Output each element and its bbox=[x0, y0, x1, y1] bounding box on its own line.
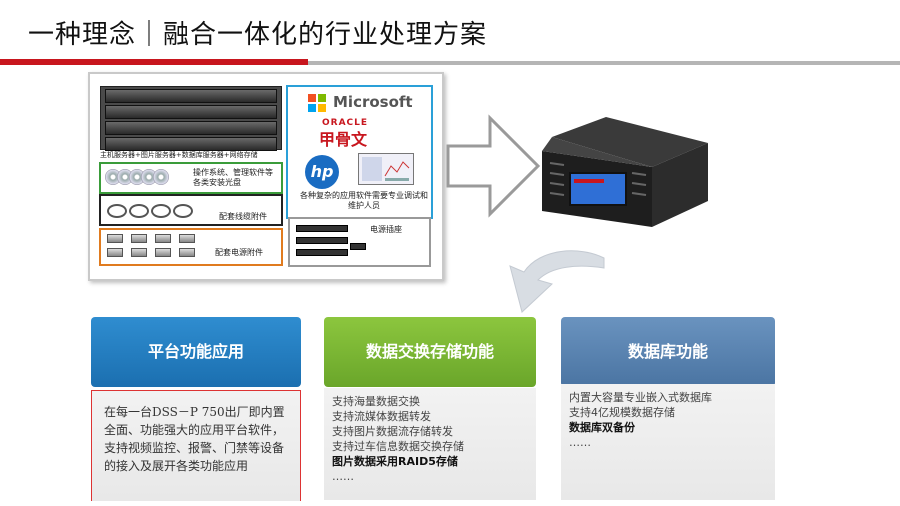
cables-label: 配套线缆附件 bbox=[219, 212, 267, 221]
storage-feature-list: 支持海量数据交换 支持流媒体数据转发 支持图片数据流存储转发 支持过车信息数据交… bbox=[332, 394, 536, 484]
power-adapter-icon bbox=[179, 234, 195, 243]
platform-card-body: 在每一台DSS－P 750出厂即内置全面、功能强大的应用平台软件，支持视频监控、… bbox=[91, 390, 301, 501]
page-title: 一种理念｜融合一体化的行业处理方案 bbox=[28, 20, 488, 50]
storage-card-body: 支持海量数据交换 支持流媒体数据转发 支持图片数据流存储转发 支持过车信息数据交… bbox=[324, 388, 536, 500]
power-adapter-icon bbox=[155, 248, 171, 257]
list-item: 支持海量数据交换 bbox=[332, 395, 420, 408]
install-discs-panel: 操作系统、管理软件等各类安装光盘 bbox=[99, 162, 283, 194]
cables-panel: 配套线缆附件 bbox=[99, 194, 283, 226]
title-underline-gray bbox=[308, 61, 900, 65]
cable-icon bbox=[151, 204, 171, 218]
install-discs-label: 操作系统、管理软件等各类安装光盘 bbox=[193, 168, 273, 187]
list-item: 支持4亿规模数据存储 bbox=[569, 406, 675, 419]
storage-card-heading: 数据交换存储功能 bbox=[324, 317, 536, 387]
power-strip-label: 电源插座 bbox=[370, 225, 402, 234]
list-item: 支持过车信息数据交换存储 bbox=[332, 440, 464, 453]
list-item: 支持图片数据流存储转发 bbox=[332, 425, 453, 438]
list-item: 图片数据采用RAID5存储 bbox=[332, 455, 458, 468]
disc-icon bbox=[153, 169, 169, 185]
power-strip-panel: 电源插座 bbox=[288, 217, 431, 267]
software-label: 各种复杂的应用软件需要专业调试和维护人员 bbox=[300, 191, 428, 210]
platform-card-text: 在每一台DSS－P 750出厂即内置全面、功能强大的应用平台软件，支持视频监控、… bbox=[104, 405, 285, 473]
hp-logo: hp bbox=[305, 155, 339, 189]
power-adapter-icon bbox=[155, 234, 171, 243]
power-adapter-icon bbox=[107, 248, 123, 257]
microsoft-logo-icon bbox=[308, 94, 326, 112]
cable-icon bbox=[129, 204, 149, 218]
oracle-cn-logo-text: 甲骨文 bbox=[319, 130, 368, 149]
database-feature-list: 内置大容量专业嵌入式数据库 支持4亿规模数据存储 数据库双备份 …… bbox=[569, 390, 775, 450]
power-adapter-icon bbox=[179, 248, 195, 257]
power-strip-icon bbox=[350, 243, 366, 250]
server-rack-image bbox=[100, 86, 282, 151]
device-screen bbox=[569, 172, 627, 206]
cable-icon bbox=[173, 204, 193, 218]
microsoft-logo-text: Microsoft bbox=[333, 93, 413, 111]
power-supplies-panel: 配套电源附件 bbox=[99, 228, 283, 266]
power-adapter-icon bbox=[131, 248, 147, 257]
database-card-body: 内置大容量专业嵌入式数据库 支持4亿规模数据存储 数据库双备份 …… bbox=[561, 384, 775, 500]
appliance-device-image bbox=[542, 117, 708, 227]
software-screenshot-image bbox=[358, 153, 414, 185]
curved-arrow-icon bbox=[509, 250, 605, 313]
list-item: …… bbox=[332, 470, 354, 483]
power-adapter-icon bbox=[107, 234, 123, 243]
title-underline-red bbox=[0, 59, 308, 65]
list-item: …… bbox=[569, 436, 591, 449]
power-supplies-label: 配套电源附件 bbox=[215, 248, 263, 257]
platform-card-heading: 平台功能应用 bbox=[91, 317, 301, 387]
power-strip-icon bbox=[296, 237, 348, 244]
power-adapter-icon bbox=[131, 234, 147, 243]
list-item: 支持流媒体数据转发 bbox=[332, 410, 431, 423]
cable-icon bbox=[107, 204, 127, 218]
list-item: 数据库双备份 bbox=[569, 421, 635, 434]
right-arrow-icon bbox=[446, 114, 541, 218]
power-strip-icon bbox=[296, 249, 348, 256]
database-card-heading: 数据库功能 bbox=[561, 317, 775, 387]
rack-caption: 主机服务器+图片服务器+数据库服务器+网络存储 bbox=[100, 151, 258, 159]
screenshot-chart-icon bbox=[362, 157, 410, 181]
oracle-logo-text: ORACLE bbox=[322, 118, 369, 128]
power-strip-icon bbox=[296, 225, 348, 232]
list-item: 内置大容量专业嵌入式数据库 bbox=[569, 391, 712, 404]
